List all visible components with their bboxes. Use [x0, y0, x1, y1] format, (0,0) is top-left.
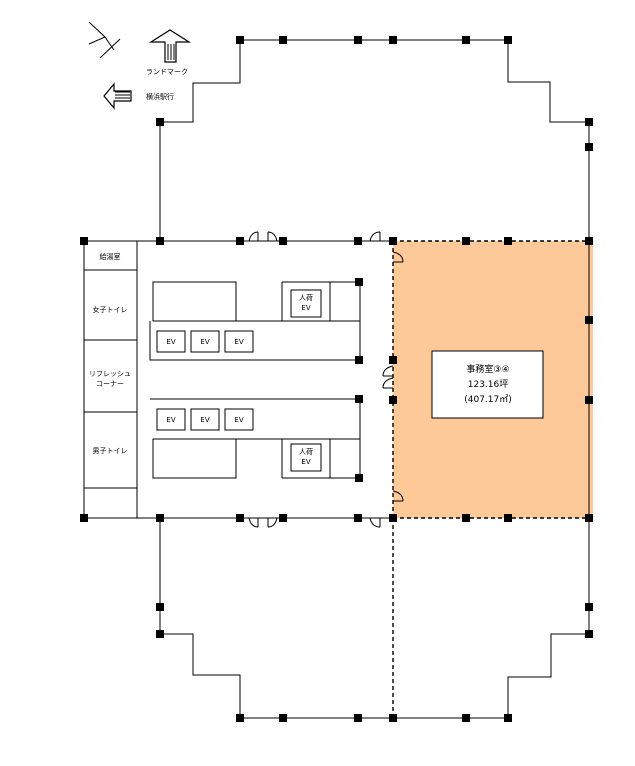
column-marker	[462, 714, 470, 722]
column-marker	[354, 36, 362, 44]
kitchen-label: 給湯室	[100, 252, 121, 261]
column-marker	[80, 514, 88, 522]
column-marker	[585, 603, 593, 611]
column-marker	[585, 630, 593, 638]
room-labels: 給湯室 女子トイレ リフレッシュ コーナー 男子トイレ	[89, 252, 131, 455]
core-walls	[149, 281, 361, 479]
structural-columns	[80, 36, 593, 722]
column-marker	[236, 714, 244, 722]
column-marker	[585, 118, 593, 126]
column-marker	[354, 514, 362, 522]
column-marker	[355, 278, 363, 286]
column-marker	[504, 714, 512, 722]
column-marker	[156, 118, 164, 126]
column-marker	[355, 356, 363, 364]
elevator-bank	[156, 289, 322, 472]
ev-label: EV	[200, 338, 209, 346]
column-marker	[355, 395, 363, 403]
column-marker	[585, 316, 593, 324]
column-marker	[355, 474, 363, 482]
column-marker	[389, 514, 397, 522]
legend: ランドマーク 横浜駅行	[88, 21, 192, 110]
landmark-label: ランドマーク	[146, 68, 188, 76]
column-marker	[504, 36, 512, 44]
column-marker	[236, 237, 244, 245]
north-arrow-icon	[88, 21, 121, 59]
womens-toilet-label: 女子トイレ	[93, 305, 128, 314]
column-marker	[354, 714, 362, 722]
column-marker	[504, 237, 512, 245]
column-marker	[389, 714, 397, 722]
office-area-m2: (407.17㎡)	[464, 394, 512, 405]
column-marker	[504, 514, 512, 522]
ev-label: EV	[200, 416, 209, 424]
ev-label: EV	[234, 338, 243, 346]
column-marker	[236, 514, 244, 522]
doors	[248, 231, 404, 528]
left-arrow-icon	[103, 82, 132, 110]
column-marker	[585, 514, 593, 522]
column-marker	[462, 237, 470, 245]
column-marker	[389, 36, 397, 44]
refresh-corner-label-2: コーナー	[96, 380, 124, 388]
office-label: 事務室③④ 123.16坪 (407.17㎡)	[431, 350, 544, 419]
column-marker	[462, 36, 470, 44]
column-marker	[156, 603, 164, 611]
column-marker	[279, 36, 287, 44]
column-marker	[585, 237, 593, 245]
column-marker	[156, 514, 164, 522]
office-boundary	[392, 240, 593, 718]
column-marker	[279, 714, 287, 722]
column-marker	[80, 237, 88, 245]
column-marker	[156, 237, 164, 245]
elevator-labels: EV EV EV EV EV EV 人荷 EV 人荷 EV	[166, 293, 313, 466]
column-marker	[389, 356, 397, 364]
column-marker	[354, 237, 362, 245]
column-marker	[389, 396, 397, 404]
freight-ev-label-2: EV	[301, 304, 310, 312]
up-arrow-icon	[148, 29, 192, 63]
freight-ev-label-1: 人荷	[299, 293, 313, 302]
column-marker	[585, 143, 593, 151]
service-rooms	[84, 241, 138, 518]
column-marker	[156, 630, 164, 638]
column-marker	[585, 396, 593, 404]
ev-label: EV	[166, 338, 175, 346]
freight-ev-label-2: EV	[301, 458, 310, 466]
column-marker	[236, 36, 244, 44]
column-marker	[389, 237, 397, 245]
ev-label: EV	[234, 416, 243, 424]
office-area-tsubo: 123.16坪	[468, 379, 509, 390]
column-marker	[279, 237, 287, 245]
direction-label: 横浜駅行	[146, 92, 174, 101]
refresh-corner-label-1: リフレッシュ	[89, 370, 131, 378]
ev-label: EV	[166, 416, 175, 424]
column-marker	[462, 514, 470, 522]
mens-toilet-label: 男子トイレ	[93, 447, 128, 455]
office-name: 事務室③④	[466, 363, 509, 375]
freight-ev-label-1: 人荷	[299, 447, 313, 456]
column-marker	[279, 514, 287, 522]
